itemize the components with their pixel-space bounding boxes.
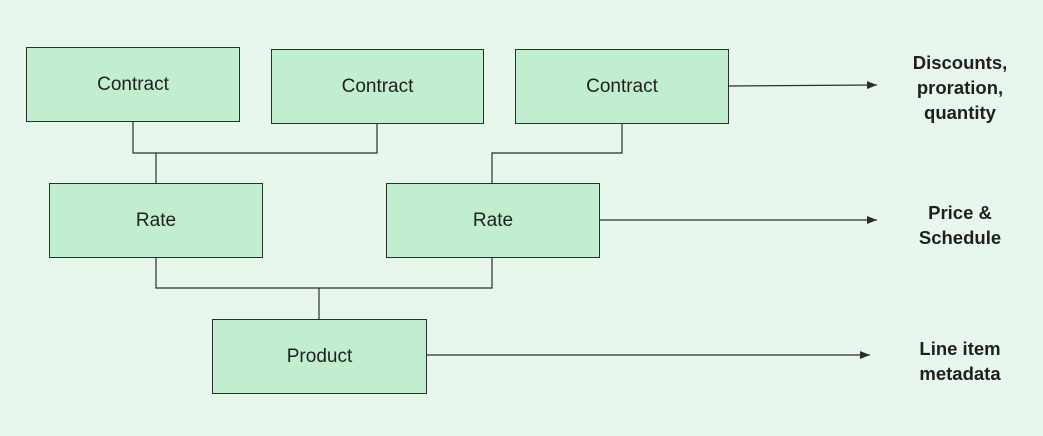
rate-node-1: Rate bbox=[49, 183, 263, 258]
contract-annotation-line: Discounts, bbox=[912, 52, 1008, 73]
edge-contract1-rate1 bbox=[132, 122, 157, 183]
edge-rate1-product bbox=[155, 258, 320, 319]
rate-annotation: Price & Schedule bbox=[890, 200, 1030, 250]
edge-rate2-product bbox=[319, 258, 493, 289]
product-annotation: Line item metadata bbox=[890, 336, 1030, 386]
product-annotation-line: Line item bbox=[919, 338, 1001, 359]
contract-node-3: Contract bbox=[515, 49, 729, 124]
product-node: Product bbox=[212, 319, 427, 394]
rate-node-2: Rate bbox=[386, 183, 600, 258]
rate-annotation-line: Price & bbox=[928, 202, 992, 223]
rate-annotation-line: Schedule bbox=[918, 227, 1002, 248]
arrow-contract-annotation bbox=[728, 81, 878, 90]
edge-contract3-rate2 bbox=[491, 124, 623, 183]
contract-annotation: Discounts, proration, quantity bbox=[890, 50, 1030, 125]
product-annotation-line: metadata bbox=[919, 363, 1001, 384]
edge-contract2-rate1 bbox=[156, 124, 378, 154]
contract-annotation-line: quantity bbox=[924, 102, 996, 123]
contract-annotation-line: proration, bbox=[916, 77, 1004, 98]
contract-node-1: Contract bbox=[26, 47, 240, 122]
contract-node-2: Contract bbox=[271, 49, 484, 124]
